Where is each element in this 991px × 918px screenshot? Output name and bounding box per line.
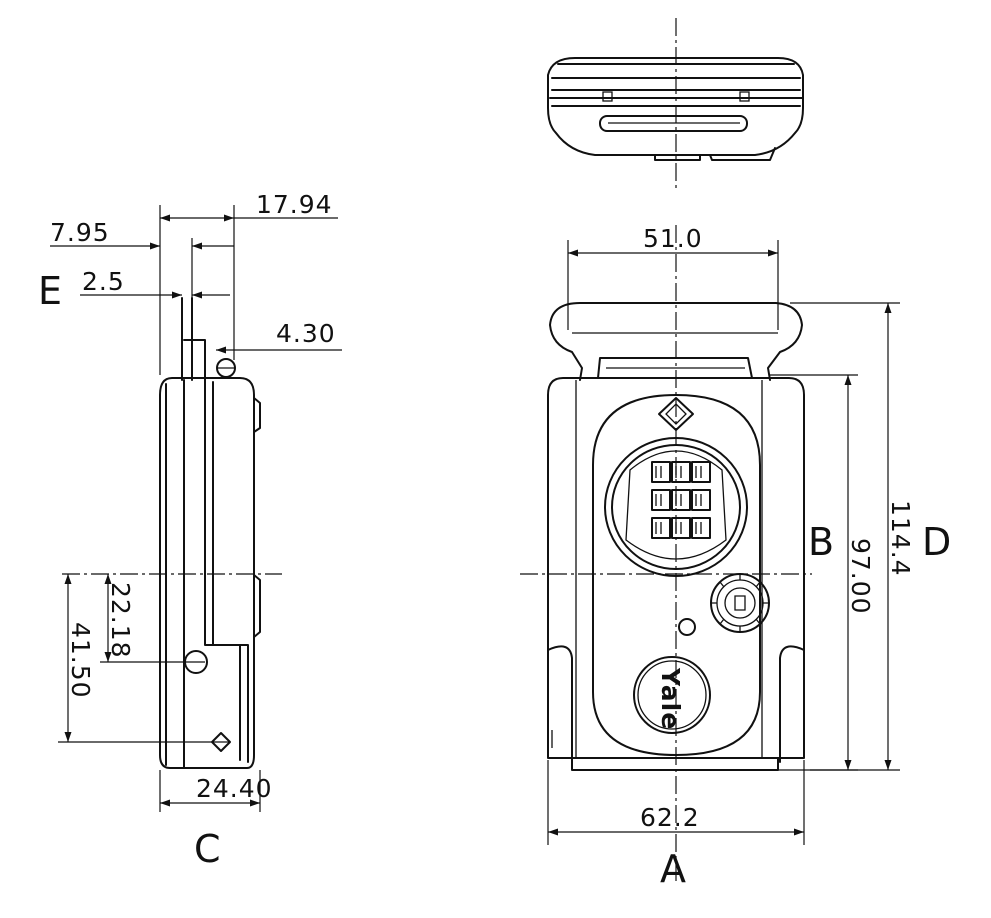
dim-22-18: 22.18 <box>106 582 135 659</box>
dimension-labels: 17.94 7.95 2.5 4.30 22.18 41.50 24.40 51… <box>50 190 915 832</box>
dim-7-95: 7.95 <box>50 218 110 247</box>
label-b: B <box>808 520 834 564</box>
dim-17-94: 17.94 <box>256 190 333 219</box>
view-labels: E C A B D <box>38 269 951 891</box>
dim-62-2: 62.2 <box>640 803 700 832</box>
dim-24-40: 24.40 <box>196 774 273 803</box>
label-c: C <box>194 827 221 871</box>
combination-wheels <box>651 461 711 539</box>
dim-51-0: 51.0 <box>643 224 703 253</box>
brand-logo-text: Yale <box>656 667 685 730</box>
label-e: E <box>38 269 62 313</box>
side-view <box>62 297 282 769</box>
dimension-lines <box>50 205 900 845</box>
top-view <box>547 18 804 190</box>
dim-41-50: 41.50 <box>66 622 95 699</box>
dim-97-00: 97.00 <box>846 538 875 615</box>
label-d: D <box>922 520 951 564</box>
front-view: Yale <box>520 225 812 885</box>
label-a: A <box>660 847 686 891</box>
dim-4-30: 4.30 <box>276 319 336 348</box>
dim-2-5: 2.5 <box>82 267 125 296</box>
dim-114-4: 114.4 <box>886 500 915 577</box>
